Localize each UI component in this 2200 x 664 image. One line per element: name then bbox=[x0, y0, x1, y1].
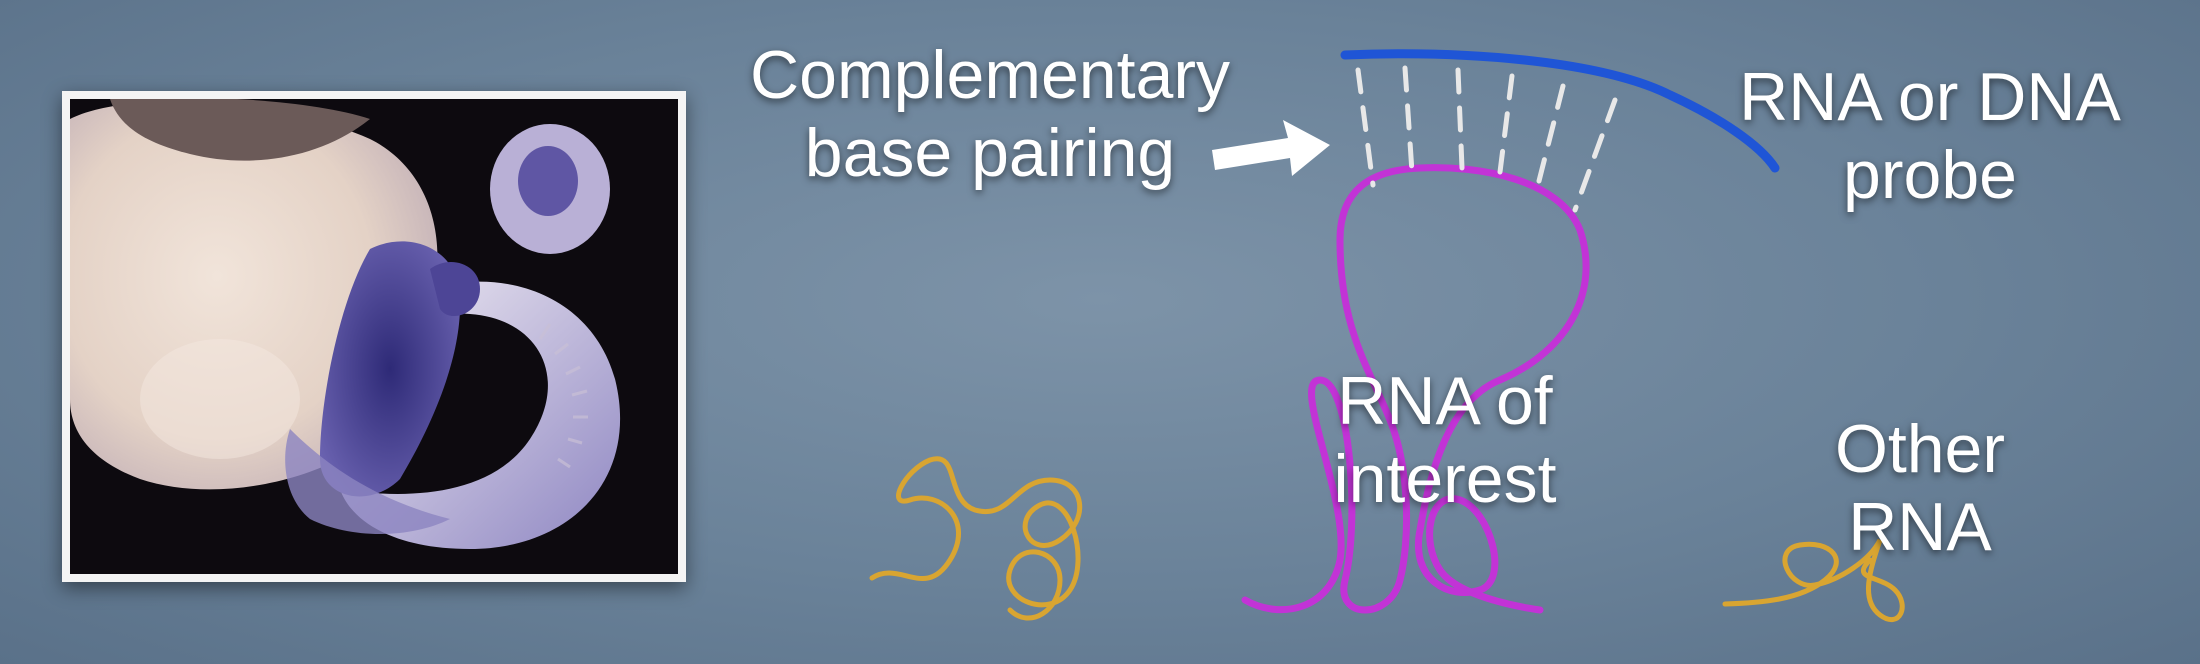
complementary-line-2: base pairing bbox=[804, 115, 1176, 191]
probe-strand bbox=[1340, 49, 1780, 173]
other-rna-line-2: RNA bbox=[1848, 489, 1992, 565]
other-rna-strand-right bbox=[1722, 538, 1905, 623]
rna-of-interest-line-2: interest bbox=[1333, 441, 1557, 517]
rna-of-interest-strand bbox=[1241, 164, 1590, 614]
other-rna-line-1: Other bbox=[1834, 411, 2006, 487]
arrow-right-icon bbox=[1212, 120, 1330, 176]
embryo-image bbox=[70, 99, 678, 574]
embryo-photo bbox=[62, 91, 686, 582]
other-rna-strand-left bbox=[869, 456, 1083, 621]
complementary-base-pairing-label: Complementary base pairing bbox=[720, 36, 1260, 192]
probe-line-1: RNA or DNA bbox=[1739, 59, 2121, 135]
probe-label: RNA or DNA probe bbox=[1690, 58, 2170, 214]
complementary-line-1: Complementary bbox=[750, 37, 1230, 113]
other-rna-label: Other RNA bbox=[1800, 410, 2040, 566]
probe-line-2: probe bbox=[1843, 137, 2017, 213]
rna-of-interest-label: RNA of interest bbox=[1275, 362, 1615, 518]
base-pair-ticks bbox=[1355, 65, 1618, 213]
rna-of-interest-line-1: RNA of bbox=[1337, 363, 1553, 439]
